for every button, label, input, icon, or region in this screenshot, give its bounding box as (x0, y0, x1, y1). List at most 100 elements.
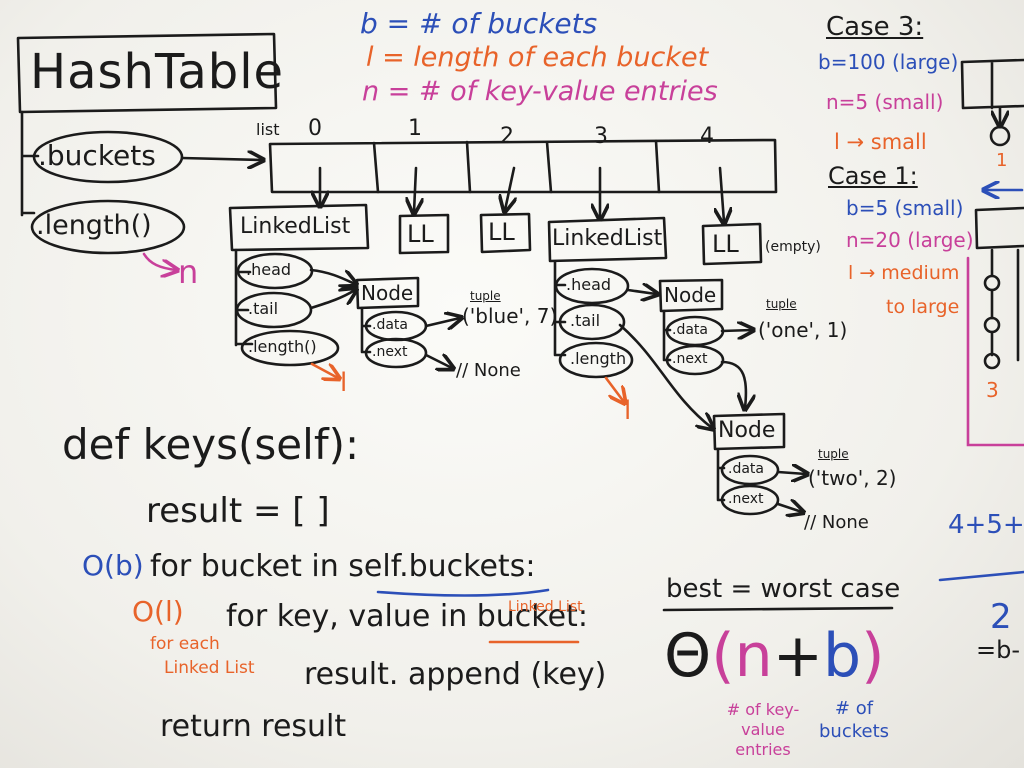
length-to-n-arrow (142, 252, 176, 270)
edge-node-circle (983, 316, 1001, 334)
n-note: # of key-value entries (726, 700, 800, 759)
length-attr: .length() (36, 210, 152, 241)
ll-1-box (398, 213, 450, 255)
tuple-value: ('two', 2) (808, 466, 897, 490)
data-oval (720, 454, 780, 486)
case3-n: n=5 (small) (826, 90, 944, 114)
length-result-l: l (340, 368, 348, 398)
length-to-l-arrow (604, 376, 624, 402)
theta-n: n (734, 621, 773, 691)
node-blue-box (355, 276, 420, 310)
best-worst-underline (662, 606, 894, 612)
tuple-label: tuple (818, 447, 849, 461)
next-arrow (424, 355, 452, 368)
case1-b: b=5 (small) (846, 196, 964, 220)
head-label: .head (566, 275, 612, 294)
bucket-4-pointer (720, 166, 724, 222)
tail-arrow (309, 290, 355, 310)
length-attr-oval (30, 199, 186, 255)
edge-label-1: 1 (996, 150, 1008, 171)
list-index: 3 (594, 124, 608, 149)
tuple-label: tuple (470, 289, 501, 303)
node-title: Node (664, 283, 717, 307)
linkedlist-3-tree-line (553, 260, 567, 357)
tail-oval (558, 303, 626, 341)
case1-l1: l → medium (848, 262, 960, 284)
case1-l2: to large (886, 296, 960, 318)
code-line-for-key: for key, value in bucket: (226, 602, 588, 632)
code-line-def: def keys(self): (62, 420, 360, 469)
list-index: 0 (308, 116, 322, 141)
data-arrow (424, 318, 460, 326)
data-arrow (720, 330, 752, 331)
code-line-return: return result (160, 709, 347, 744)
next-label: .next (372, 344, 408, 360)
buckets-arrow (180, 158, 262, 160)
edge-line (938, 570, 1024, 582)
head-arrow (309, 268, 355, 284)
linkedlist-0-title: LinkedList (240, 214, 351, 239)
next-oval (364, 337, 428, 369)
list-divider (465, 140, 472, 194)
list-divider (372, 141, 380, 194)
head-arrow (626, 290, 656, 294)
ll-4-box (701, 222, 763, 266)
next-none: // None (804, 512, 869, 533)
tail-label: .tail (248, 299, 279, 318)
best-worst-heading: best = worst case (666, 574, 901, 604)
length-to-l-arrow (310, 362, 338, 378)
length-oval (558, 341, 634, 379)
case1-n: n=20 (large) (846, 228, 974, 252)
head-label: .head (246, 260, 292, 279)
case3-b: b=100 (large) (818, 50, 959, 74)
code-cost-l: O(l) (132, 595, 184, 628)
next-oval (720, 484, 780, 516)
tuple-label: tuple (766, 297, 797, 311)
code-text: for key, value in (226, 599, 477, 634)
tuple-value: ('one', 1) (758, 318, 848, 342)
data-label: .data (372, 317, 408, 333)
linkedlist-3-box (547, 216, 668, 263)
next-label: .next (728, 491, 764, 507)
linkedlist-3-title: LinkedList (552, 226, 663, 251)
legend-l: l = length of each bucket (366, 42, 709, 73)
hashtable-box (16, 32, 278, 114)
linkedlist-0-box (228, 203, 370, 252)
bucket-type-note: Linked List (508, 599, 583, 615)
tail-arrow (618, 323, 712, 428)
ll-4-title: LL (712, 230, 739, 258)
ll-1-title: LL (407, 220, 434, 248)
open-paren: ( (711, 621, 735, 691)
close-paren: ) (861, 621, 885, 691)
edge-node-circle (983, 352, 1001, 370)
head-oval (554, 267, 630, 305)
self-buckets-underline (376, 588, 550, 597)
bucket-2-pointer (505, 166, 514, 210)
case1-title: Case 1: (828, 162, 918, 190)
ll-2-box (479, 212, 532, 254)
tuple-value: ('blue', 7) (462, 304, 558, 328)
code-line-append: result. append (key) (304, 657, 607, 692)
length-label: .length() (248, 337, 317, 356)
theta-symbol: Θ (664, 621, 712, 691)
list-index: 4 (700, 124, 714, 149)
length-label: .length (570, 349, 627, 368)
node-title: Node (718, 418, 776, 443)
data-label: .data (728, 461, 764, 477)
node-one-box (658, 278, 724, 313)
data-label: .data (672, 322, 708, 338)
theta-expression: Θ(n+b) (664, 626, 884, 686)
b-note: # of buckets (818, 698, 890, 742)
edge-node-circle (989, 125, 1011, 147)
edge-sum: 4+5+ (948, 510, 1024, 540)
edge-pink-frame (966, 256, 1024, 447)
code-cost-b: O(b) (82, 549, 144, 582)
list-array (268, 138, 778, 194)
list-index: 1 (408, 116, 422, 141)
edge-label-3: 3 (986, 378, 999, 402)
bucket-text: bucket (476, 599, 578, 634)
length-result-n: n (178, 253, 199, 291)
case3-title: Case 3: (826, 12, 924, 42)
